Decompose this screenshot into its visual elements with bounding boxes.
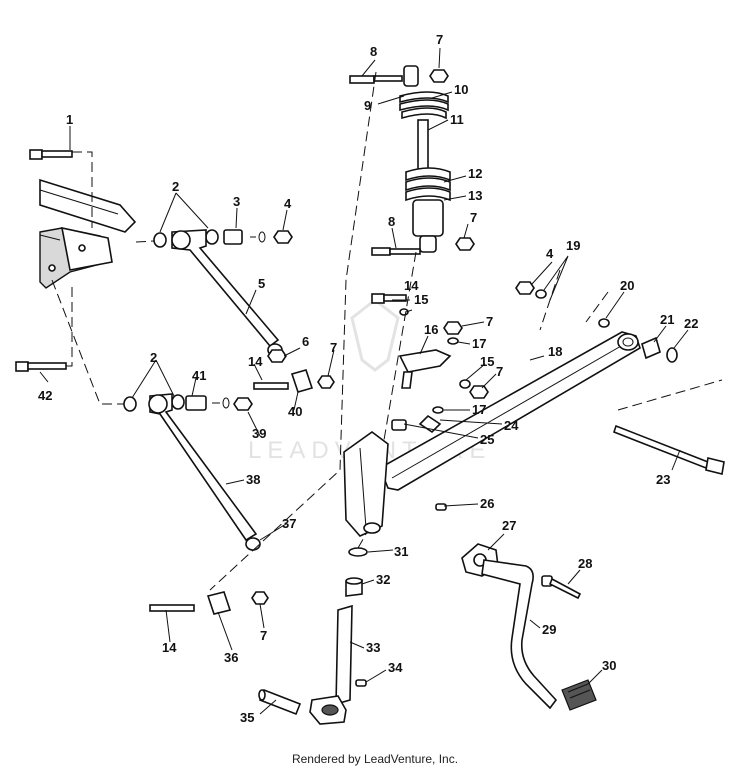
callout-8-top: 8: [370, 44, 377, 59]
callout-16: 16: [424, 322, 438, 337]
callout-7-shock: 7: [470, 210, 477, 225]
shock-absorber: [399, 65, 451, 253]
callout-36: 36: [224, 650, 238, 665]
callout-24: 24: [504, 418, 519, 433]
callout-31: 31: [394, 544, 408, 559]
callout-18: 18: [548, 344, 562, 359]
callout-33: 33: [366, 640, 380, 655]
upper-arm-end-nut: [267, 349, 287, 363]
callout-32: 32: [376, 572, 390, 587]
spindle: [309, 604, 353, 725]
callout-7-lower-left: 7: [260, 628, 267, 643]
callout-14-upper: 14: [248, 354, 263, 369]
assembly-lines: [51, 71, 723, 591]
callout-17-top: 17: [472, 336, 486, 351]
callout-9: 9: [364, 98, 371, 113]
steering-bracket: [398, 349, 452, 389]
callout-labels: 1 2 3 4 5 6 7 8 9 10 11 12 13 8 7 14 15 …: [38, 32, 698, 725]
ball-joint-lower: [149, 591, 269, 615]
upper-bushing-pair: [153, 229, 219, 248]
callout-22: 22: [684, 316, 698, 331]
spindle-pin: [258, 688, 302, 716]
callout-8-bottom: 8: [388, 214, 395, 229]
callout-11: 11: [450, 112, 464, 127]
callout-37: 37: [282, 516, 296, 531]
lower-control-arm: [148, 393, 261, 551]
callout-21: 21: [660, 312, 674, 327]
callout-30: 30: [602, 658, 616, 673]
callout-23: 23: [656, 472, 670, 487]
callout-14-lower: 14: [162, 640, 177, 655]
pedal-pad: [561, 679, 597, 711]
axle-spacer: [641, 336, 678, 363]
callout-14-pivot: 14: [404, 278, 419, 293]
callout-15-top: 15: [414, 292, 428, 307]
lower-sleeve: [185, 395, 253, 411]
spindle-washer: [348, 547, 368, 557]
footer-credit: Rendered by LeadVenture, Inc.: [291, 752, 459, 766]
shock-bolt-bottom: [371, 247, 421, 256]
ball-joint-upper: [253, 369, 335, 393]
callout-38: 38: [246, 472, 260, 487]
shock-nut-top: [429, 69, 449, 83]
axle-pivot-bolt: [613, 424, 725, 475]
bolt-frame-top: [29, 149, 73, 160]
frame-bracket: [39, 178, 137, 289]
pedal-pin: [541, 575, 582, 600]
brake-pedal-arm: [481, 559, 558, 710]
callout-2-lower: 2: [150, 350, 157, 365]
callout-1: 1: [66, 112, 73, 127]
callout-3: 3: [233, 194, 240, 209]
callout-4-left: 4: [284, 196, 292, 211]
shock-nut-bottom: [455, 237, 475, 251]
callout-34: 34: [388, 660, 403, 675]
callout-4-right: 4: [546, 246, 554, 261]
grease-fitting: [435, 503, 447, 511]
callout-5: 5: [258, 276, 265, 291]
callout-28: 28: [578, 556, 592, 571]
callout-27: 27: [502, 518, 516, 533]
callout-15-bottom: 15: [480, 354, 494, 369]
callout-7-ball-joint: 7: [330, 340, 337, 355]
washers-and-nuts: [399, 281, 610, 414]
callout-7-bracket: 7: [486, 314, 493, 329]
axle-beam: [378, 331, 641, 491]
shock-bolt-top: [349, 75, 403, 84]
callout-42: 42: [38, 388, 52, 403]
callout-2-upper: 2: [172, 179, 179, 194]
callout-39: 39: [252, 426, 266, 441]
callout-7-lower: 7: [496, 364, 503, 379]
tie-rod-end: [391, 414, 442, 434]
callout-29: 29: [542, 622, 556, 637]
callout-19: 19: [566, 238, 580, 253]
spindle-bushing: [345, 577, 363, 597]
callout-10: 10: [454, 82, 468, 97]
callout-7-top: 7: [436, 32, 443, 47]
axle-pivot-tube: [343, 431, 389, 537]
upper-control-arm: [171, 229, 283, 357]
bolt-frame-bottom: [15, 361, 67, 372]
leader-lines: [39, 47, 689, 715]
callout-12: 12: [468, 166, 482, 181]
bolt-upper-pivot: [371, 293, 407, 304]
callout-17-bottom: 17: [472, 402, 486, 417]
callout-35: 35: [240, 710, 254, 725]
upper-sleeve: [223, 229, 293, 245]
callout-6: 6: [302, 334, 309, 349]
callout-13: 13: [468, 188, 482, 203]
callout-25: 25: [480, 432, 494, 447]
callout-40: 40: [288, 404, 302, 419]
callout-20: 20: [620, 278, 634, 293]
spindle-grease-fitting: [355, 679, 367, 687]
callout-26: 26: [480, 496, 494, 511]
callout-41: 41: [192, 368, 206, 383]
